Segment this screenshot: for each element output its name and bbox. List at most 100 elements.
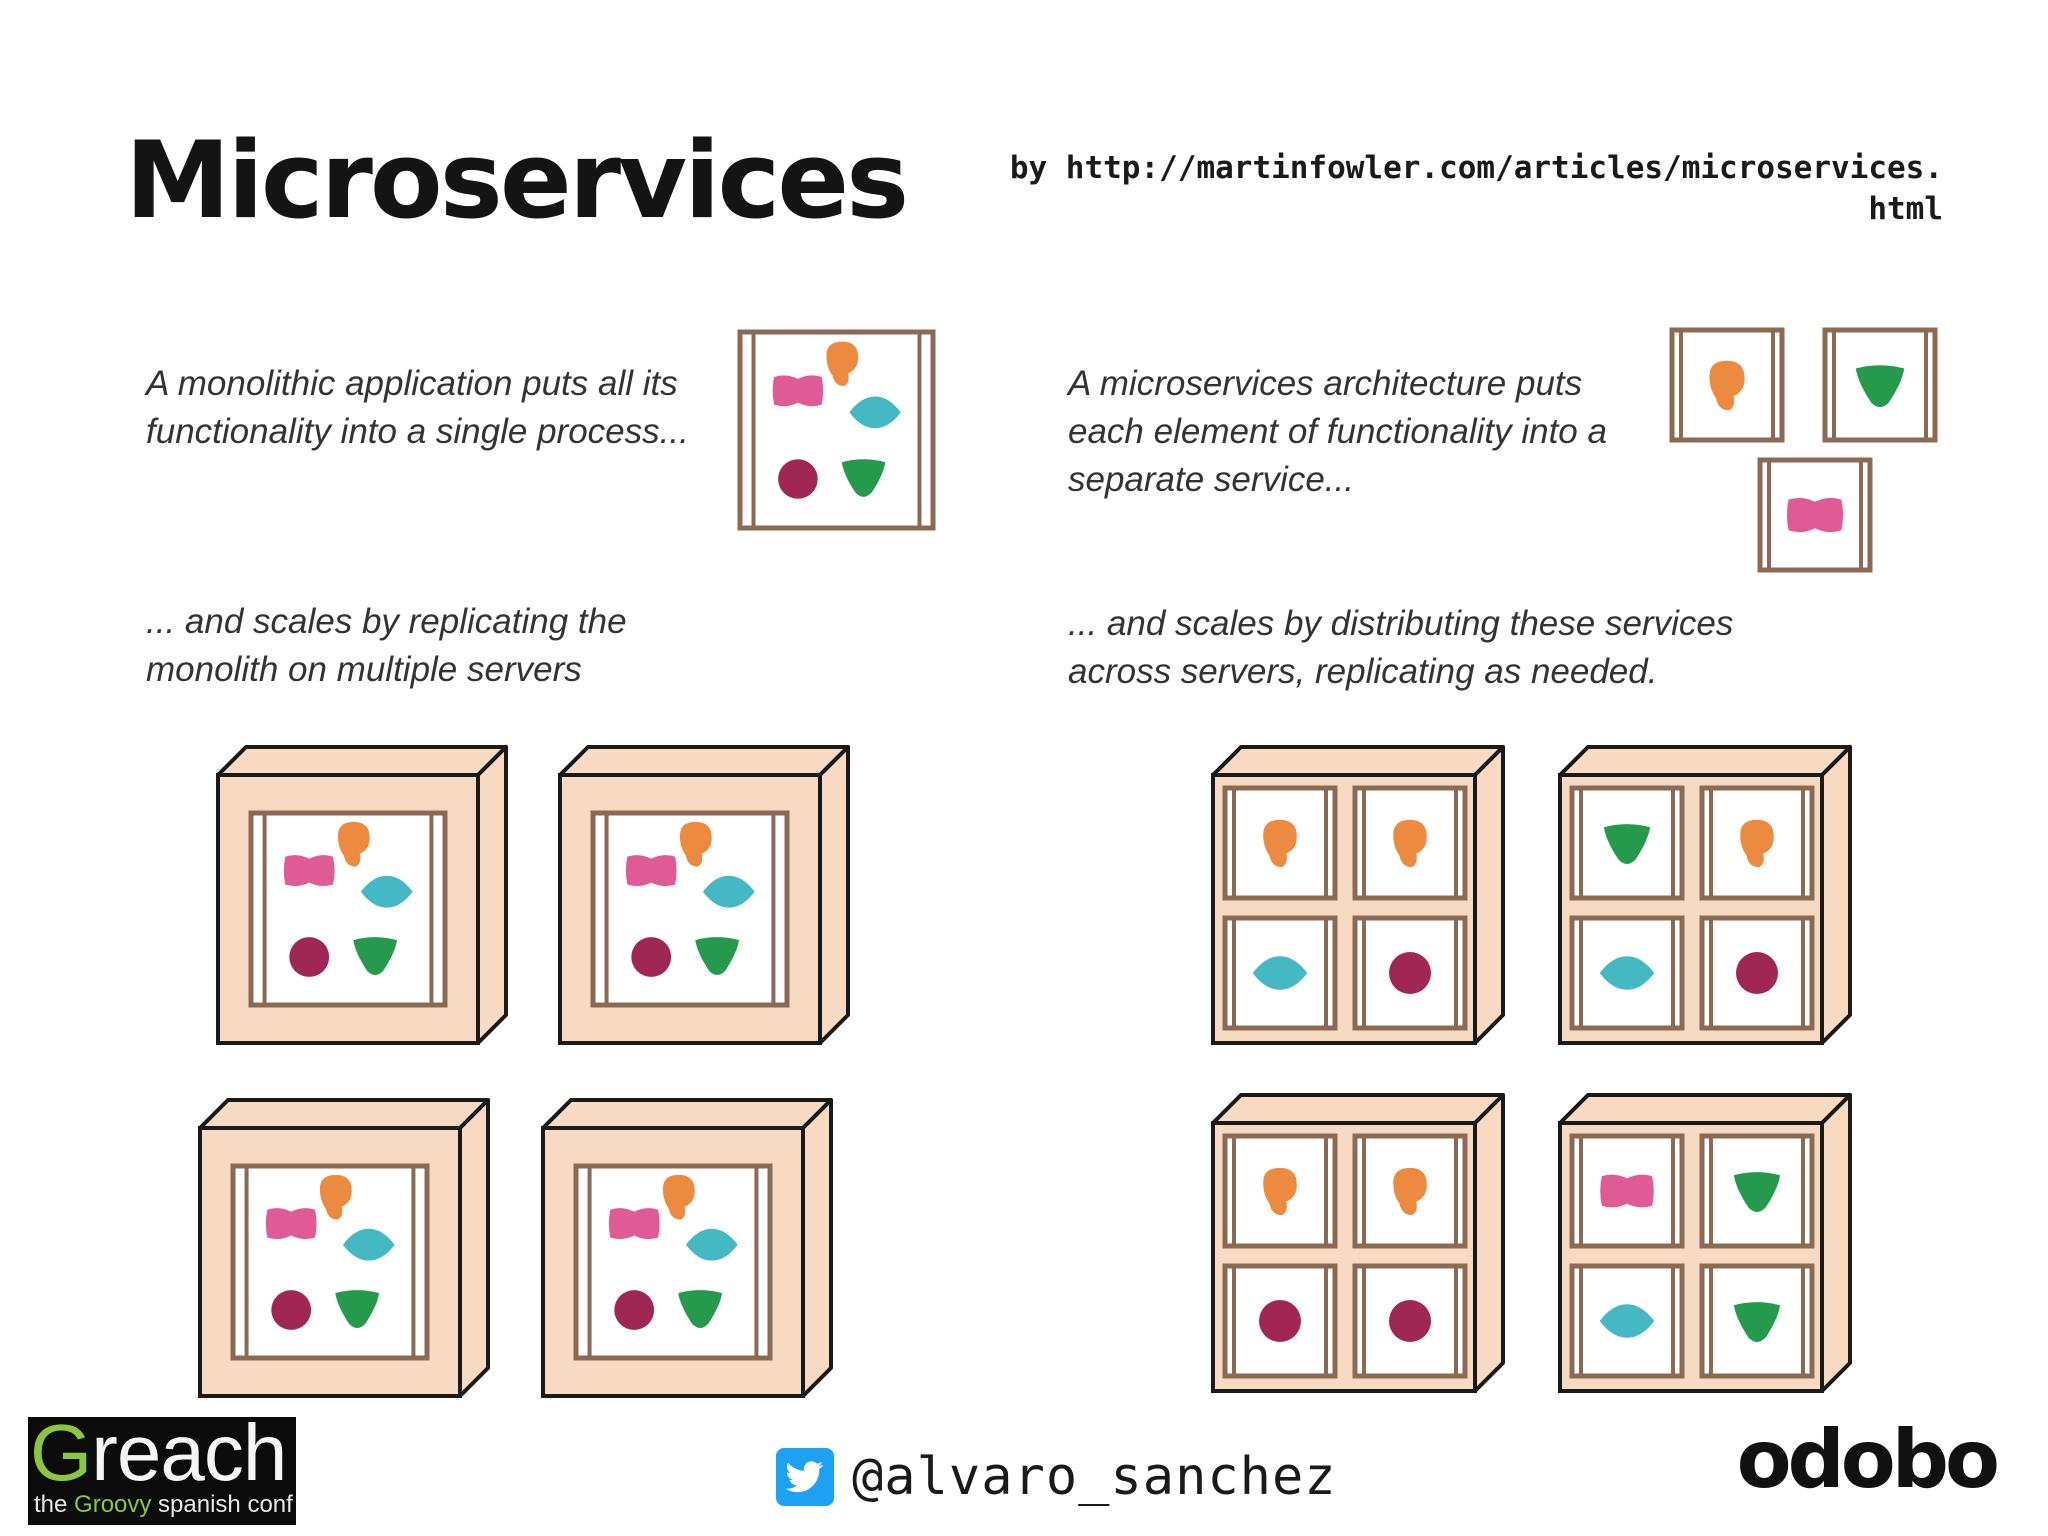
logo-word-rest: reach — [91, 1417, 287, 1497]
caption-line: each element of functionality into a — [1068, 412, 1607, 451]
teal-component-icon — [1599, 956, 1655, 990]
service-box — [1699, 785, 1815, 901]
caption-line: ... and scales by replicating the — [146, 602, 627, 641]
caption-line: across servers, replicating as needed. — [1068, 652, 1658, 691]
service-box — [1352, 915, 1468, 1031]
micro-server-3 — [1211, 1093, 1505, 1393]
monolith-server-2 — [558, 745, 850, 1045]
pink-component-icon — [283, 855, 335, 887]
service-box — [1699, 1263, 1815, 1379]
orange-component-icon — [1263, 1167, 1297, 1216]
maroon-component-icon — [289, 937, 330, 977]
service-pink-illustration — [1757, 457, 1873, 573]
service-box — [1222, 1263, 1338, 1379]
orange-component-icon — [337, 821, 370, 867]
source-attribution: by http://martinfowler.com/articles/micr… — [763, 148, 1943, 230]
slide-title: Microservices — [125, 119, 909, 242]
logo-wordmark: Greach — [30, 1417, 287, 1493]
service-box — [1352, 1133, 1468, 1249]
teal-component-icon — [702, 875, 755, 908]
logo-tag-part: spanish conf — [151, 1491, 293, 1518]
green-component-icon — [678, 1290, 723, 1328]
orange-component-icon — [662, 1174, 695, 1220]
maroon-component-icon — [1389, 1300, 1431, 1342]
teal-component-icon — [849, 396, 901, 429]
monolith-replica — [248, 810, 448, 1008]
orange-component-icon — [1393, 1167, 1427, 1216]
green-component-icon — [841, 459, 886, 497]
pink-component-icon — [772, 375, 824, 407]
caption-micro-intro: A microservices architecture puts each e… — [1068, 360, 1607, 504]
maroon-component-icon — [271, 1290, 312, 1330]
maroon-component-icon — [1259, 1300, 1301, 1342]
caption-monolith-intro: A monolithic application puts all its fu… — [146, 360, 689, 456]
greach-logo: Greach the Groovy spanish conf — [28, 1417, 296, 1525]
monolith-server-4 — [541, 1098, 833, 1398]
logo-letter-g: G — [30, 1417, 92, 1497]
twitter-handle: @alvaro_sanchez — [852, 1447, 1337, 1507]
maroon-component-icon — [778, 459, 818, 499]
caption-line: monolith on multiple servers — [146, 650, 582, 689]
caption-line: ... and scales by distributing these ser… — [1068, 604, 1734, 643]
orange-component-icon — [1740, 819, 1774, 868]
twitter-handle-row: @alvaro_sanchez — [776, 1442, 1337, 1512]
monolith-replica — [590, 810, 790, 1008]
logo-tagline: the Groovy spanish conf — [34, 1491, 293, 1519]
service-orange-illustration — [1669, 327, 1785, 443]
service-box — [1352, 785, 1468, 901]
green-component-icon — [335, 1290, 380, 1328]
pink-component-icon — [265, 1208, 317, 1240]
pink-component-icon — [608, 1208, 660, 1240]
maroon-component-icon — [1389, 952, 1431, 994]
caption-line: A monolithic application puts all its — [146, 364, 678, 403]
orange-component-icon — [679, 821, 712, 867]
maroon-component-icon — [1736, 952, 1778, 994]
green-component-icon — [1603, 824, 1651, 864]
pink-component-icon — [625, 855, 677, 887]
service-green-illustration — [1822, 327, 1938, 443]
service-box — [1569, 785, 1685, 901]
service-box — [1222, 1133, 1338, 1249]
monolith-replica — [230, 1163, 430, 1361]
teal-component-icon — [1599, 1304, 1655, 1338]
orange-component-icon — [319, 1174, 352, 1220]
green-component-icon — [695, 937, 740, 975]
green-component-icon — [1733, 1302, 1781, 1342]
micro-server-1 — [1211, 745, 1505, 1045]
caption-line: separate service... — [1068, 460, 1354, 499]
green-component-icon — [1733, 1172, 1781, 1212]
teal-component-icon — [342, 1228, 395, 1261]
source-line-1: by http://martinfowler.com/articles/micr… — [1009, 150, 1943, 186]
source-line-2: html — [1868, 191, 1943, 227]
twitter-bird-icon — [776, 1448, 834, 1506]
green-component-icon — [1855, 365, 1905, 407]
maroon-component-icon — [614, 1290, 655, 1330]
caption-micro-scale: ... and scales by distributing these ser… — [1068, 600, 1733, 696]
service-box — [1569, 915, 1685, 1031]
monolith-server-3 — [198, 1098, 490, 1398]
orange-component-icon — [1263, 819, 1297, 868]
micro-server-4 — [1558, 1093, 1852, 1393]
teal-component-icon — [360, 875, 413, 908]
monolith-replica — [573, 1163, 773, 1361]
caption-line: A microservices architecture puts — [1068, 364, 1583, 403]
orange-component-icon — [1709, 360, 1745, 411]
teal-component-icon — [685, 1228, 738, 1261]
service-box — [1222, 915, 1338, 1031]
service-box — [1699, 1133, 1815, 1249]
teal-component-icon — [1252, 956, 1308, 990]
logo-tag-groovy: Groovy — [74, 1491, 152, 1518]
service-box — [1569, 1263, 1685, 1379]
monolith-server-1 — [216, 745, 508, 1045]
odobo-logo: odobo — [1736, 1413, 2000, 1506]
caption-line: functionality into a single process... — [146, 412, 689, 451]
pink-component-icon — [1786, 497, 1844, 533]
service-box — [1352, 1263, 1468, 1379]
logo-tag-part: the — [34, 1491, 75, 1518]
orange-component-icon — [1393, 819, 1427, 868]
service-box — [1699, 915, 1815, 1031]
pink-component-icon — [1600, 1174, 1654, 1208]
maroon-component-icon — [631, 937, 672, 977]
green-component-icon — [353, 937, 398, 975]
